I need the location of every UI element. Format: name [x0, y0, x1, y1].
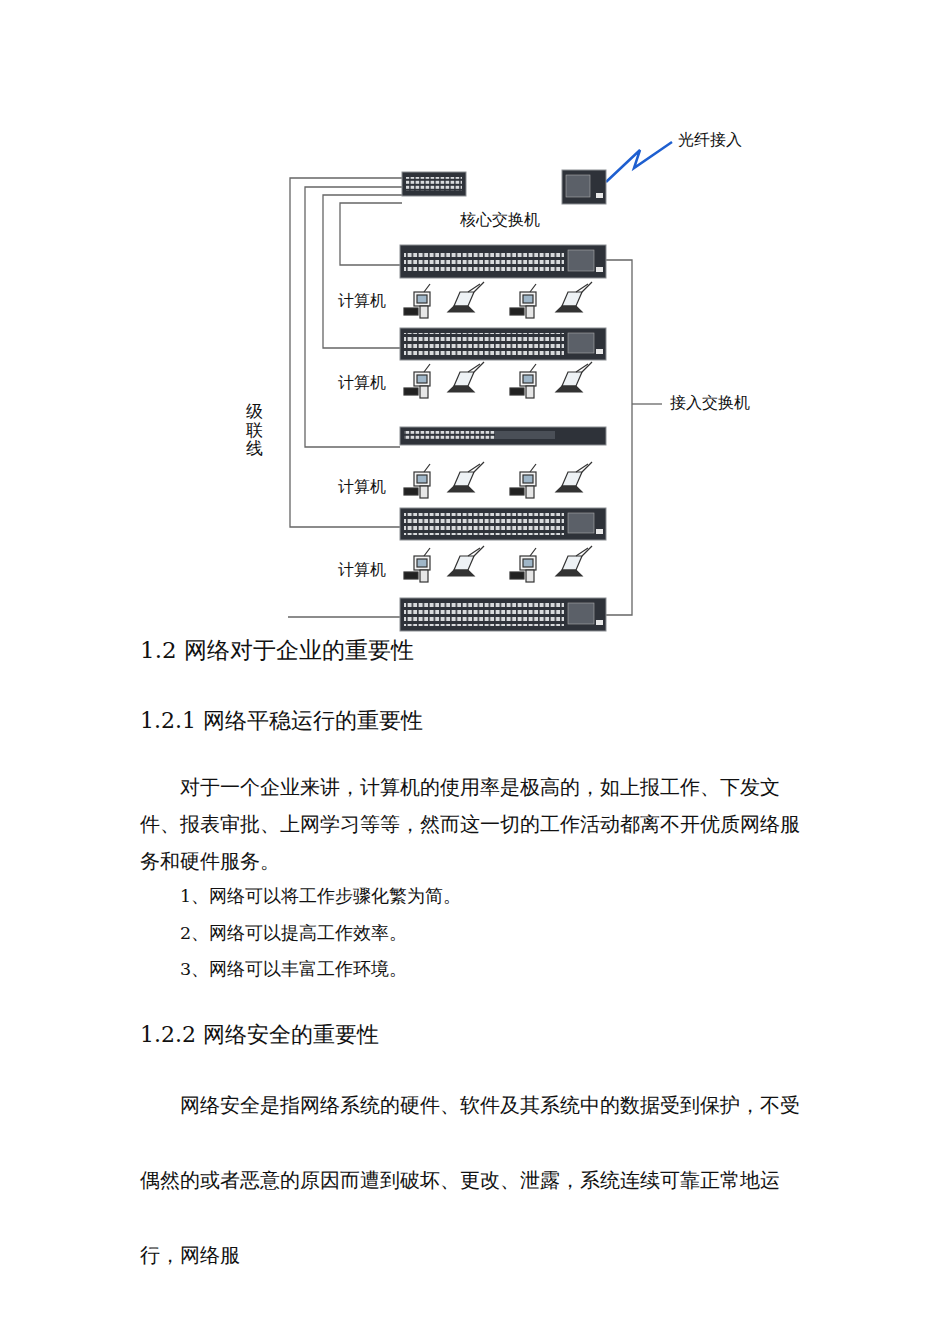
computer-label: 计算机	[338, 560, 386, 581]
vertical-label: 级联线	[246, 402, 263, 458]
desktop-icon	[404, 548, 430, 582]
core-switch: 核心交换机	[402, 172, 466, 196]
callout-label: 光纤接入	[678, 130, 742, 151]
desktop-icon	[404, 284, 430, 318]
laptop-icon	[448, 546, 484, 576]
switch-device	[400, 427, 606, 445]
switch-device	[400, 328, 606, 360]
switch-device	[402, 172, 466, 196]
switch-label: 核心交换机	[460, 210, 540, 231]
computer-label: 计算机	[338, 373, 386, 394]
laptop-icon	[556, 282, 592, 312]
switch-device	[400, 598, 606, 631]
laptop-icon	[556, 462, 592, 492]
cascade-wires	[288, 178, 662, 617]
fiber-link	[606, 142, 672, 182]
subsection-heading: 1.2.2 网络安全的重要性	[140, 1020, 379, 1050]
body-paragraph: 对于一个企业来讲，计算机的使用率是极高的，如上报工作、下发文件、报表审批、上网学…	[140, 769, 818, 880]
desktop-icon	[510, 548, 536, 582]
switch-device	[400, 508, 606, 540]
desktop-icon	[510, 284, 536, 318]
list-item: 1、网络可以将工作步骤化繁为简。	[180, 884, 461, 908]
desktop-icon	[510, 364, 536, 398]
switch-device	[562, 170, 606, 204]
laptop-icon	[448, 282, 484, 312]
laptop-icon	[448, 462, 484, 492]
computer-label: 计算机	[338, 291, 386, 312]
desktop-icon	[404, 364, 430, 398]
computer-label: 计算机	[338, 477, 386, 498]
list-item: 3、网络可以丰富工作环境。	[180, 957, 407, 981]
laptop-icon	[448, 362, 484, 392]
subsection-heading: 1.2.1 网络平稳运行的重要性	[140, 706, 423, 736]
laptop-icon	[556, 362, 592, 392]
list-item: 2、网络可以提高工作效率。	[180, 921, 407, 945]
desktop-icon	[510, 464, 536, 498]
body-paragraph: 网络安全是指网络系统的硬件、软件及其系统中的数据受到保护，不受偶然的或者恶意的原…	[140, 1068, 818, 1293]
switch-device	[400, 245, 606, 278]
callout-label: 接入交换机	[670, 393, 750, 414]
laptop-icon	[556, 546, 592, 576]
desktop-icon	[404, 464, 430, 498]
section-heading: 1.2 网络对于企业的重要性	[140, 635, 414, 666]
